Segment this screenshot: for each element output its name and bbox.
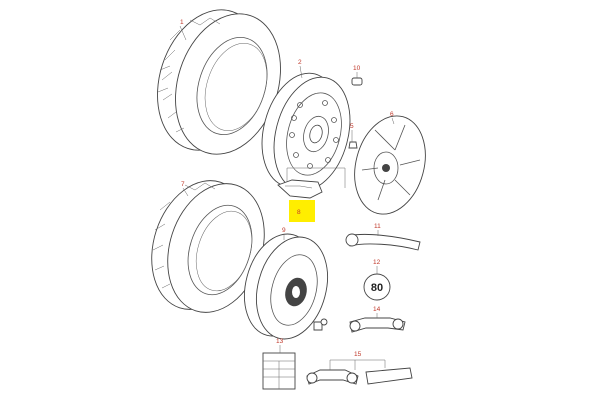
callout-2: 2	[298, 59, 302, 66]
highlight-box-8	[289, 200, 315, 222]
valve-5	[348, 141, 358, 149]
trim-11	[345, 233, 421, 251]
steel-rim-bottom	[244, 233, 328, 340]
weights-14	[349, 317, 406, 333]
speed-label: 80	[371, 282, 383, 294]
weights-15	[306, 359, 413, 385]
steel-rim-top	[261, 72, 351, 192]
tire-bottom	[151, 180, 265, 313]
label-card-13	[262, 352, 296, 390]
hubcap-6	[354, 115, 426, 215]
callout-14: 14	[373, 306, 381, 313]
callout-9: 9	[282, 227, 286, 234]
callout-11: 11	[374, 223, 381, 230]
callout-1: 1	[180, 19, 184, 26]
callout-12: 12	[373, 259, 381, 266]
callout-10: 10	[353, 65, 361, 72]
bracket-assembly	[277, 167, 346, 199]
callout-7: 7	[181, 181, 185, 188]
clip-10	[351, 77, 363, 86]
callout-8: 8	[297, 209, 301, 216]
callout-13: 13	[276, 338, 284, 345]
callout-5: 5	[350, 123, 354, 130]
callout-6: 6	[390, 111, 394, 118]
callout-15: 15	[354, 351, 362, 358]
valve-bottom	[313, 318, 328, 331]
